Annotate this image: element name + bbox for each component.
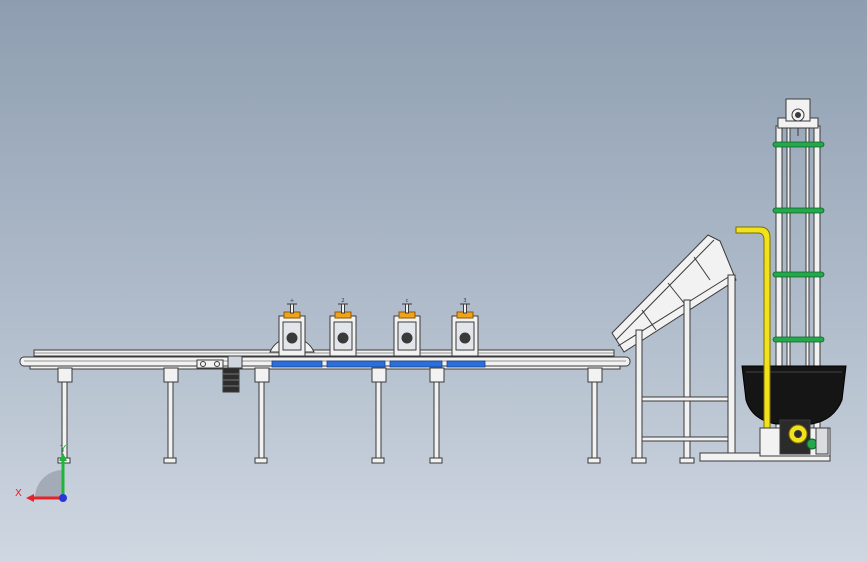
leg-2 (163, 367, 179, 464)
hopper (741, 365, 847, 425)
leg-3 (254, 367, 270, 464)
belt-conveyor[interactable] (19, 349, 631, 370)
drive-motor[interactable] (196, 355, 243, 393)
elevator-drive-unit[interactable] (759, 419, 831, 457)
roller-hub (337, 332, 349, 344)
roller-hub (459, 332, 471, 344)
incline-chute (611, 234, 737, 353)
roller-stations[interactable]: +2 c 3 (269, 298, 479, 357)
incline-conveyor[interactable] (611, 234, 737, 464)
leg-5 (429, 367, 445, 464)
conveyor-legs (57, 367, 603, 464)
adjuster-screw (405, 303, 409, 314)
conveyor-lower-rail (29, 365, 621, 370)
roller-station[interactable]: 3 (451, 298, 479, 357)
roller-station[interactable]: 2 (329, 298, 357, 357)
coordinate-triad: X Y (15, 444, 67, 502)
triad-origin (59, 494, 67, 502)
conveyor-belt (19, 356, 631, 367)
leg-4 (371, 367, 387, 464)
roller-station[interactable]: + (269, 298, 315, 357)
x-axis-arrowhead (26, 494, 34, 502)
y-axis-label: Y (59, 444, 67, 455)
leg-6 (587, 367, 603, 464)
x-axis-label: X (15, 488, 22, 499)
adjuster-screw (341, 303, 345, 314)
incline-leg-front (635, 329, 643, 461)
y-axis-arrowhead (59, 453, 67, 461)
incline-leg-rear (727, 274, 736, 461)
adjuster-screw (290, 303, 294, 314)
adjuster-screw (463, 303, 467, 314)
roller-hub (286, 332, 298, 344)
station-mark: 2 (341, 298, 344, 304)
station-guards (271, 360, 486, 368)
roller-station[interactable]: c (393, 298, 421, 357)
station-mark: 3 (463, 298, 466, 304)
incline-leg-mid (683, 299, 691, 461)
roller-hub (401, 332, 413, 344)
station-mark: c (406, 298, 409, 304)
station-mark: + (290, 298, 294, 304)
